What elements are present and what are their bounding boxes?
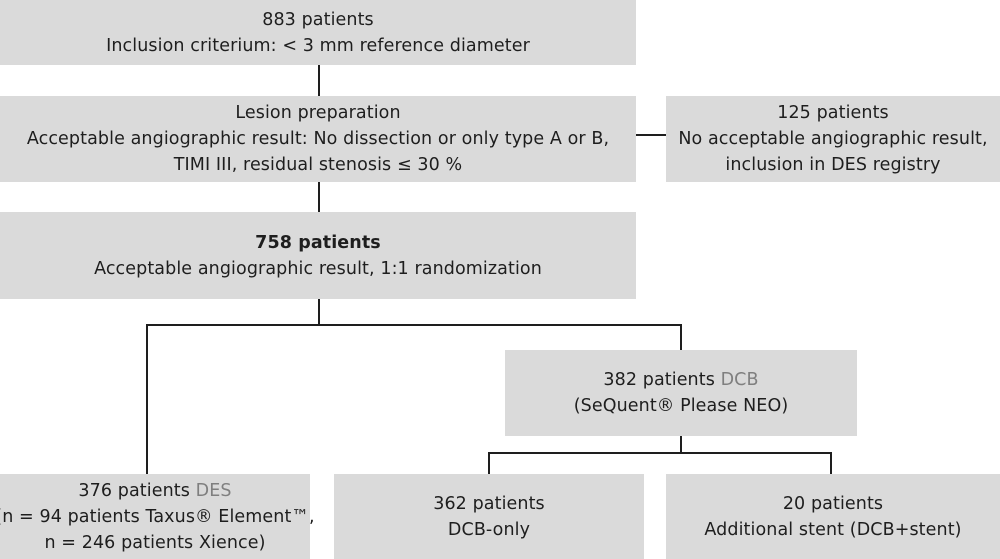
dcb-count: 382 patients	[603, 370, 715, 390]
connector-to-dcb	[680, 324, 682, 350]
connector-prep-to-randomized	[318, 181, 320, 212]
des-xience: n = 246 patients Xience)	[44, 532, 266, 553]
lesion-prep-criteria-2: TIMI III, residual stenosis ≤ 30 %	[173, 155, 463, 175]
excluded-reason: No acceptable angiographic result,	[678, 129, 988, 149]
screening-box: 883 patients Inclusion criterium: < 3 mm…	[0, 0, 636, 65]
dcb-device: (SeQuent® Please NEO)	[573, 396, 789, 416]
des-label: DES	[195, 480, 232, 501]
des-count: 376 patients	[78, 480, 190, 501]
connector-dcb-down	[680, 435, 682, 453]
connector-prep-to-excluded	[636, 134, 667, 136]
connector-to-dcb-only	[488, 452, 490, 474]
randomized-box: 758 patients Acceptable angiographic res…	[0, 212, 636, 299]
connector-to-dcb-stent	[830, 452, 832, 474]
dcb-stent-count: 20 patients	[782, 493, 884, 514]
connector-to-des	[146, 324, 148, 474]
dcb-only-box: 362 patients DCB-only	[334, 474, 644, 559]
screening-count: 883 patients	[262, 9, 374, 30]
dcb-title: 382 patients DCB	[603, 367, 758, 393]
dcb-stent-label: Additional stent (DCB+stent)	[704, 519, 962, 540]
dcb-label: DCB	[720, 370, 759, 390]
excluded-box: 125 patients No acceptable angiographic …	[666, 96, 1000, 182]
connector-randomized-down	[318, 298, 320, 325]
dcb-only-count: 362 patients	[433, 493, 545, 514]
des-taxus: (n = 94 patients Taxus® Element™,	[0, 506, 315, 527]
des-title: 376 patients DES	[78, 478, 231, 504]
lesion-prep-box: Lesion preparation Acceptable angiograph…	[0, 96, 636, 182]
excluded-registry: inclusion in DES registry	[725, 155, 941, 175]
connector-randomization-split	[146, 324, 682, 326]
screening-criterion: Inclusion criterium: < 3 mm reference di…	[106, 35, 530, 56]
connector-screening-to-prep	[318, 65, 320, 96]
randomized-description: Acceptable angiographic result, 1:1 rand…	[94, 258, 542, 279]
excluded-count: 125 patients	[777, 103, 889, 123]
dcb-stent-box: 20 patients Additional stent (DCB+stent)	[666, 474, 1000, 559]
dcb-only-label: DCB-only	[447, 519, 531, 540]
randomized-count: 758 patients	[255, 232, 381, 253]
lesion-prep-title: Lesion preparation	[235, 103, 401, 123]
des-box: 376 patients DES (n = 94 patients Taxus®…	[0, 474, 315, 559]
connector-dcb-split	[488, 452, 832, 454]
dcb-box: 382 patients DCB (SeQuent® Please NEO)	[505, 350, 857, 436]
lesion-prep-criteria-1: Acceptable angiographic result: No disse…	[26, 129, 610, 149]
